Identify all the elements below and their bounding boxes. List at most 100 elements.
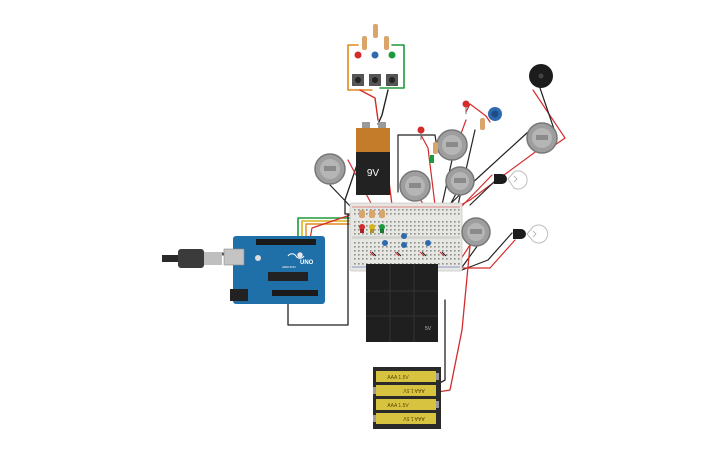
resistor[interactable] [369,210,375,218]
breadboard-hole [422,225,424,227]
breadboard-hole [450,209,452,211]
wire-black[interactable] [377,89,389,125]
breadboard-hole [370,250,372,252]
breadboard-hole [410,250,412,252]
breadboard-hole [430,229,432,231]
wire-black[interactable] [461,232,513,271]
breadboard-hole [458,263,460,265]
wire-red[interactable] [359,89,379,121]
breadboard-hole [402,263,404,265]
dc-motor[interactable] [461,217,491,247]
breadboard-hole [430,233,432,235]
battery-block[interactable]: 5V [366,264,438,342]
light-bulb[interactable] [526,224,549,244]
wire-black[interactable] [329,184,353,209]
aaa-battery-pack[interactable]: AAA 1.5V AAA 1.5V AAA 1.5V AAA 1.5V [373,367,441,429]
breadboard-hole [454,254,456,256]
arduino-uno[interactable]: UNO ARDUINO [223,236,325,304]
usb-cable[interactable] [162,249,222,268]
wire-red[interactable] [437,224,473,393]
breadboard-hole [434,254,436,256]
breadboard-hole [414,263,416,265]
dc-motor[interactable] [399,170,431,202]
breadboard-hole [402,258,404,260]
9v-battery[interactable]: 9V [356,122,390,195]
breadboard-hole [378,250,380,252]
breadboard-hole [438,229,440,231]
capacitor[interactable] [401,242,407,248]
led[interactable] [369,224,375,233]
resistor[interactable] [433,142,438,154]
green-diode[interactable] [430,155,434,163]
breadboard-hole [434,229,436,231]
light-bulb[interactable] [507,170,528,190]
breadboard-hole [446,221,448,223]
potentiometer[interactable] [488,107,502,121]
breadboard-hole [386,263,388,265]
breadboard-hole [366,254,368,256]
breadboard-hole [354,250,356,252]
breadboard-hole [366,209,368,211]
wire-red[interactable] [309,209,366,240]
dc-motor[interactable] [436,129,468,161]
breadboard-hole [426,263,428,265]
push-button[interactable] [369,74,381,86]
breadboard-hole [410,229,412,231]
breadboard-hole [406,242,408,244]
breadboard-hole [422,258,424,260]
transistor[interactable] [513,229,526,239]
wire-black[interactable] [469,179,497,206]
breadboard-hole [398,233,400,235]
breadboard-hole [410,209,412,211]
capacitor[interactable] [401,233,407,239]
breadboard-hole [454,229,456,231]
breadboard-hole [450,242,452,244]
transistor[interactable] [494,174,507,184]
resistor[interactable] [379,210,385,218]
breadboard-hole [426,221,428,223]
wire-green[interactable] [379,44,405,89]
wire-red[interactable] [532,89,566,146]
push-button[interactable] [352,74,364,86]
resistor[interactable] [480,118,485,130]
breadboard-hole [366,225,368,227]
breadboard-hole [454,221,456,223]
breadboard-hole [378,221,380,223]
capacitor[interactable] [425,240,431,246]
breadboard-hole [394,246,396,248]
led-green[interactable] [388,51,396,59]
push-button[interactable] [386,74,398,86]
led-red[interactable] [354,51,362,59]
resistor[interactable] [359,210,365,218]
led[interactable] [462,100,470,115]
piezo-buzzer[interactable] [529,64,553,88]
resistor[interactable] [373,24,378,38]
dc-motor[interactable] [314,153,346,185]
led[interactable] [379,224,385,233]
button-panel [352,24,398,86]
breadboard-hole [394,258,396,260]
led[interactable] [417,126,425,141]
capacitor[interactable] [382,240,388,246]
breadboard-hole [366,246,368,248]
breadboard-hole [358,225,360,227]
wire-black[interactable] [539,87,556,133]
wire-red[interactable] [461,174,493,207]
wire-red[interactable] [465,103,491,123]
breadboard-hole [382,233,384,235]
breadboard-hole [414,250,416,252]
led[interactable] [359,224,365,233]
wire-red[interactable] [420,134,436,206]
wire-black[interactable] [397,134,438,193]
dc-motor[interactable] [445,166,475,196]
wire-black[interactable] [287,213,349,326]
resistor[interactable] [362,36,367,50]
dc-motor[interactable] [526,122,558,154]
led-blue[interactable] [371,51,379,59]
resistor[interactable] [384,36,389,50]
breadboard-hole [446,242,448,244]
breadboard-hole [442,213,444,215]
breadboard-hole [410,246,412,248]
breadboard-hole [446,233,448,235]
breadboard-hole [450,233,452,235]
